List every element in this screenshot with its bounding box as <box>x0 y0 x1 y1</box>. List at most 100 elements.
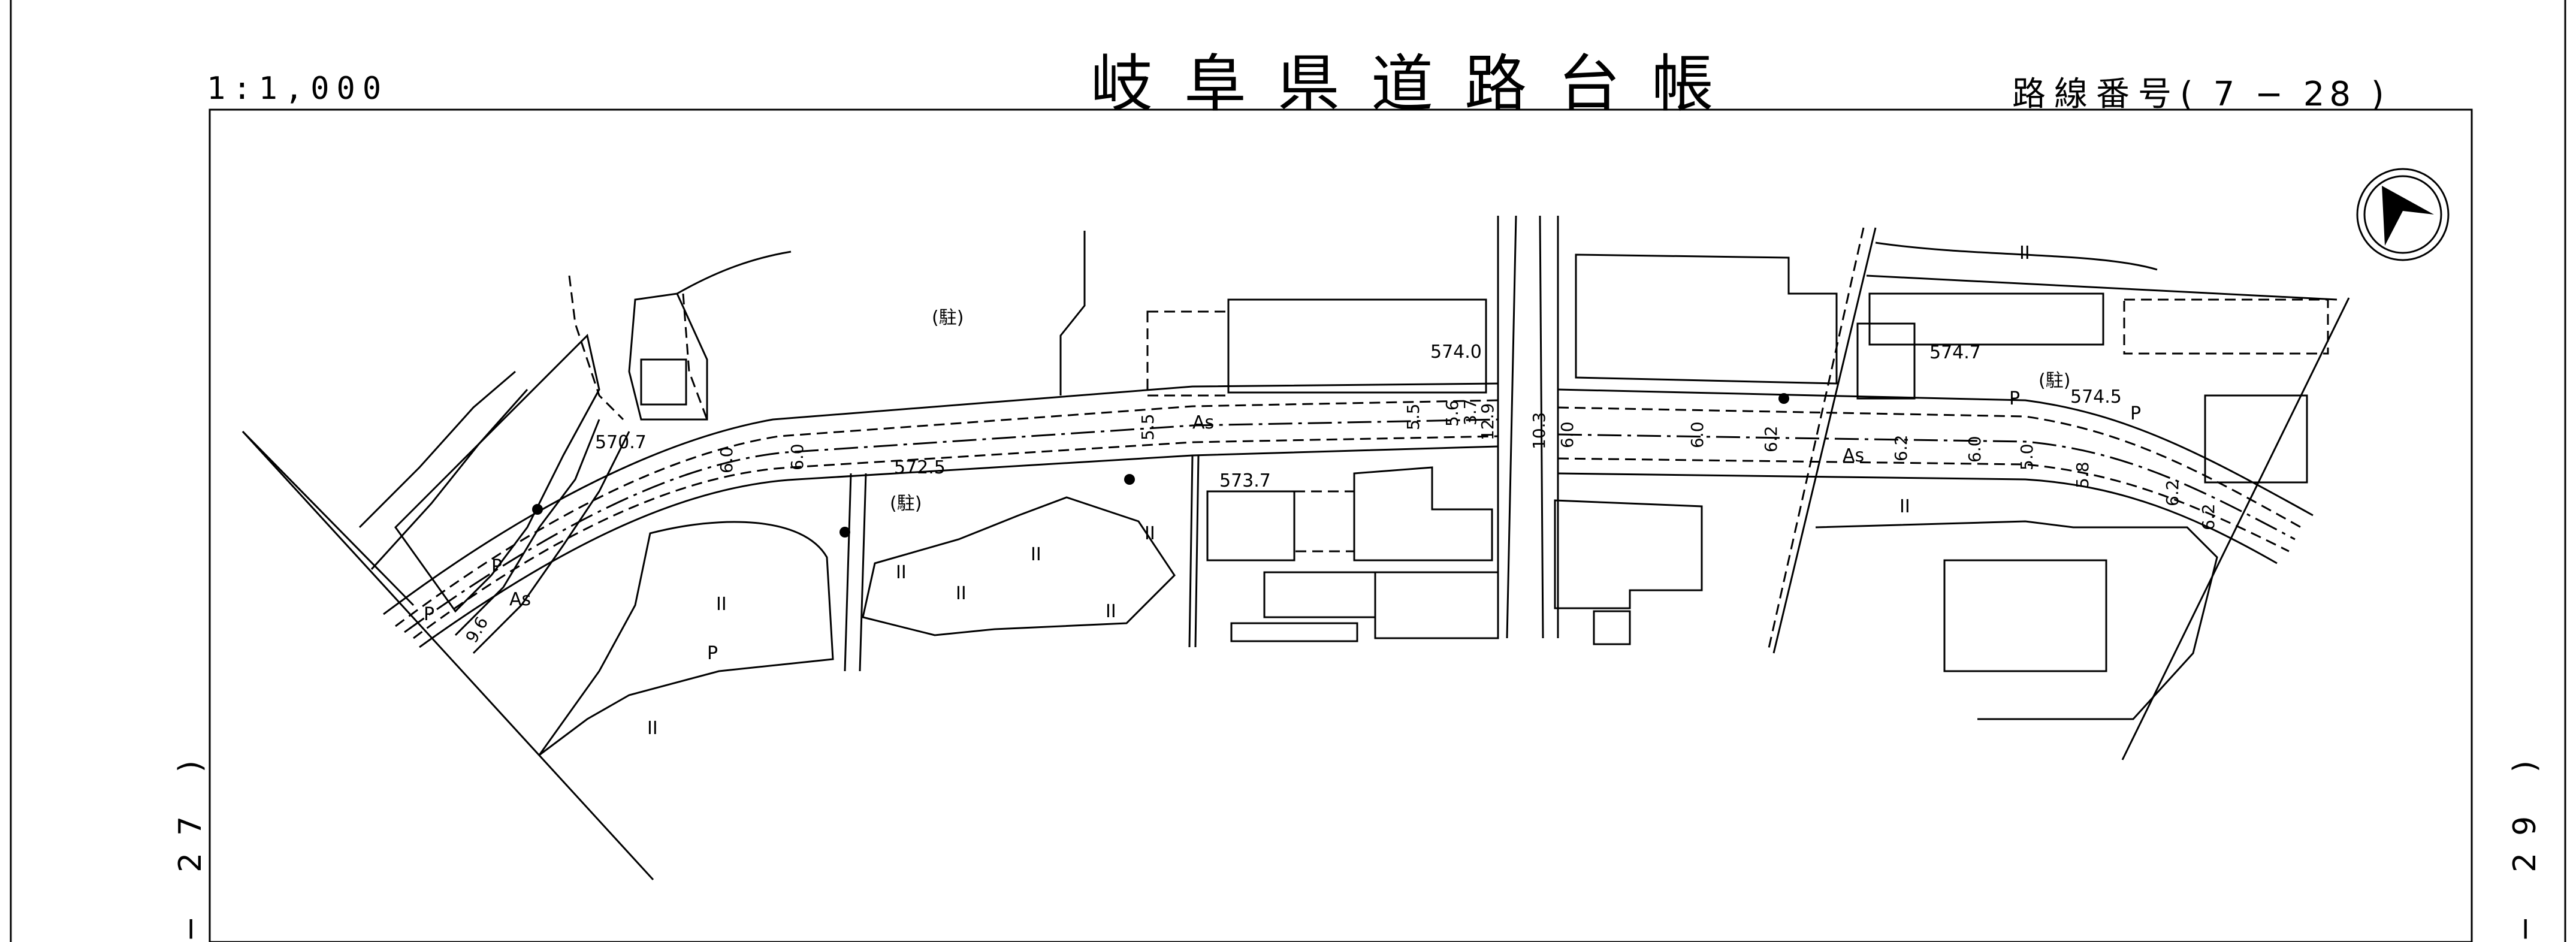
utility-pole-2 <box>839 527 850 538</box>
elevation-label: 573.7 <box>1219 470 1271 491</box>
width-label: 6.0 <box>1557 421 1577 448</box>
road-sidewalk-north-east <box>1557 406 2302 529</box>
building-4 <box>1206 490 1295 561</box>
sidewalk-label: P <box>424 604 434 625</box>
width-label: 6.2 <box>2198 503 2218 530</box>
fence-line <box>1866 274 2338 301</box>
contour-4 <box>472 431 630 654</box>
width-label: 6.0 <box>1965 436 1985 463</box>
match-line-right <box>2121 297 2350 760</box>
utility-pole-3 <box>1124 474 1135 485</box>
map-frame <box>209 108 2473 942</box>
building-1-dashed <box>1146 310 1230 397</box>
side-road-2 <box>859 473 867 672</box>
building-16 <box>640 358 687 406</box>
contour-3 <box>454 419 600 636</box>
field-label: II <box>2019 243 2030 264</box>
road-sidewalk-south-east <box>1557 457 2290 552</box>
building-9 <box>1230 622 1358 642</box>
building-12 <box>1868 292 2104 346</box>
width-label: 5.5 <box>1403 403 1423 430</box>
building-8 <box>1374 571 1499 639</box>
parcel-line-2 <box>1875 241 2158 271</box>
building-2 <box>1575 253 1838 385</box>
side-road-4 <box>1194 455 1200 648</box>
road-edge-north <box>383 382 1499 615</box>
match-line-left-lower <box>241 430 654 881</box>
hedge-line <box>677 250 792 295</box>
dashed-boundary-2 <box>682 293 708 420</box>
width-label: 6.2 <box>2163 479 2182 506</box>
road-centerline-east <box>1557 433 2296 541</box>
sidewalk-label: P <box>491 556 502 577</box>
field-label: II <box>1144 523 1155 544</box>
parking-label: (駐) <box>890 493 922 514</box>
utility-pole-4 <box>1778 393 1789 404</box>
side-road-3 <box>1188 455 1194 648</box>
cross-street-east-edge <box>1539 215 1544 639</box>
width-label: 5.6 <box>1442 400 1462 427</box>
building-6 <box>1353 466 1493 561</box>
road-centerline <box>404 418 1499 633</box>
dashed-boundary-1 <box>568 275 624 421</box>
north-arrow-icon <box>2356 168 2450 261</box>
building-5 <box>1293 490 1355 552</box>
surface-label: As <box>1843 445 1864 466</box>
sidewalk-label: P <box>707 643 718 664</box>
field-label: II <box>716 594 727 615</box>
field-label: II <box>1106 601 1116 622</box>
width-label: 5.5 <box>1138 413 1158 440</box>
building-14 <box>2123 298 2329 355</box>
road-sidewalk-north <box>395 399 1499 627</box>
field-label: II <box>956 583 967 604</box>
building-11 <box>1856 322 1916 400</box>
width-label: 6.2 <box>1761 425 1781 452</box>
field-label: II <box>647 718 658 739</box>
sidewalk-label: P <box>2130 403 2141 424</box>
page-title: 岐阜県道路台帳 <box>1091 47 1745 120</box>
field-area-2 <box>862 496 1176 636</box>
building-7 <box>1263 571 1376 618</box>
contour-1 <box>358 370 516 529</box>
field-label: II <box>896 562 907 583</box>
contour-2 <box>370 389 529 570</box>
width-label: 6.0 <box>717 446 736 473</box>
cross-street-west-edge-2 <box>1506 215 1517 639</box>
building-10 <box>1943 559 2107 672</box>
width-label: 6.2 <box>1891 434 1911 461</box>
width-label: 3.7 <box>1460 398 1480 425</box>
parcel-line-1 <box>1059 231 1086 395</box>
building-3 <box>1554 499 1703 609</box>
field-label: II <box>1031 544 1041 565</box>
width-label: 5.8 <box>2073 461 2092 488</box>
match-line-left <box>241 430 415 606</box>
road-sidewalk-south <box>413 435 1499 639</box>
building-15 <box>1593 610 1631 645</box>
route-number: 路線番号( 7 − 28 ) <box>2012 67 2389 116</box>
parking-label: (駐) <box>932 307 964 328</box>
map-scale: 1:1,000 <box>207 71 389 107</box>
width-label: 5.0 <box>2017 443 2037 470</box>
surface-label: As <box>509 589 531 610</box>
field-label: II <box>1899 496 1910 517</box>
field-area-3 <box>1815 520 2218 720</box>
elevation-label: 574.0 <box>1430 342 1482 363</box>
elevation-label: 572.5 <box>894 457 946 478</box>
width-label: 6.0 <box>1687 421 1707 448</box>
route-number-value: ( 7 − 28 ) <box>2180 75 2389 114</box>
width-label: 12.9 <box>1478 403 1497 440</box>
route-number-label: 路線番号 <box>2012 75 2180 114</box>
side-road <box>844 473 852 672</box>
field-area-1 <box>538 521 834 756</box>
building-13 <box>2204 394 2308 484</box>
width-label: 6.0 <box>787 443 807 470</box>
elevation-label: 570.7 <box>595 432 647 453</box>
road-edge-south <box>419 445 1499 648</box>
width-label: 10.3 <box>1529 412 1549 449</box>
road-edge-south-east <box>1557 472 2278 564</box>
surface-label: As <box>1192 412 1214 433</box>
utility-pole-1 <box>532 504 543 515</box>
elevation-label: 574.7 <box>1929 342 1981 363</box>
